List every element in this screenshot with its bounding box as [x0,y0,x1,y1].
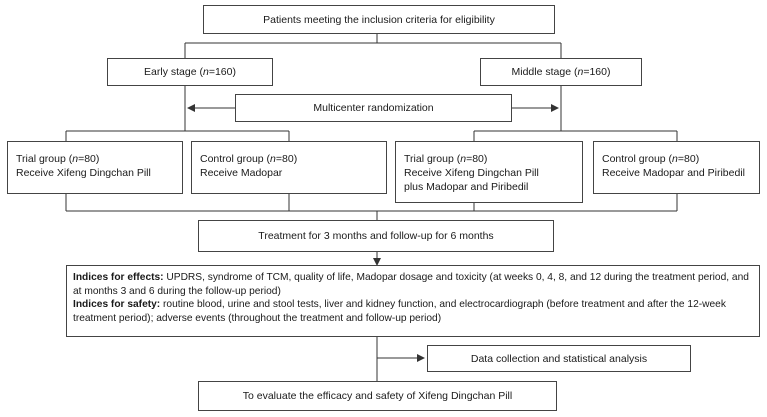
early-trial-group-box: Trial group (n=80) Receive Xifeng Dingch… [7,141,183,194]
early-stage-label: Early stage (n=160) [144,66,236,78]
middle-stage-label: Middle stage (n=160) [511,66,611,78]
indices-effects-label: Indices for effects: [73,272,164,283]
early-control-group-box: Control group (n=80) Receive Madopar [191,141,387,194]
eligibility-box: Patients meeting the inclusion criteria … [203,5,555,34]
early-stage-box: Early stage (n=160) [107,58,273,86]
evaluate-text: To evaluate the efficacy and safety of X… [242,390,513,402]
early-control-group-title: Control group (n=80) [200,153,298,165]
treatment-text: Treatment for 3 months and follow-up for… [258,230,494,242]
indices-safety: Indices for safety: routine blood, urine… [73,298,753,325]
middle-trial-group-treatment-cont: plus Madopar and Piribedil [404,181,529,193]
middle-stage-box: Middle stage (n=160) [480,58,642,86]
middle-trial-group-treatment: Receive Xifeng Dingchan Pill [404,167,539,179]
early-trial-group-title: Trial group (n=80) [16,153,100,165]
indices-effects-text: UPDRS, syndrome of TCM, quality of life,… [73,272,749,297]
middle-control-group-treatment: Receive Madopar and Piribedil [602,167,745,179]
randomization-box: Multicenter randomization [235,94,512,122]
indices-safety-text: routine blood, urine and stool tests, li… [73,299,726,324]
treatment-box: Treatment for 3 months and follow-up for… [198,220,554,252]
randomization-text: Multicenter randomization [313,102,434,114]
data-collection-box: Data collection and statistical analysis [427,345,691,372]
middle-trial-group-title: Trial group (n=80) [404,153,488,165]
indices-box: Indices for effects: UPDRS, syndrome of … [66,265,760,337]
evaluate-box: To evaluate the efficacy and safety of X… [198,381,557,411]
eligibility-text: Patients meeting the inclusion criteria … [263,13,495,26]
middle-control-group-title: Control group (n=80) [602,153,700,165]
data-collection-text: Data collection and statistical analysis [470,352,648,365]
middle-trial-group-box: Trial group (n=80) Receive Xifeng Dingch… [395,141,583,203]
indices-safety-label: Indices for safety: [73,299,161,311]
indices-effects: Indices for effects: UPDRS, syndrome of … [73,271,753,298]
early-trial-group-treatment: Receive Xifeng Dingchan Pill [16,167,151,179]
middle-control-group-box: Control group (n=80) Receive Madopar and… [593,141,760,194]
early-control-group-treatment: Receive Madopar [200,167,283,179]
